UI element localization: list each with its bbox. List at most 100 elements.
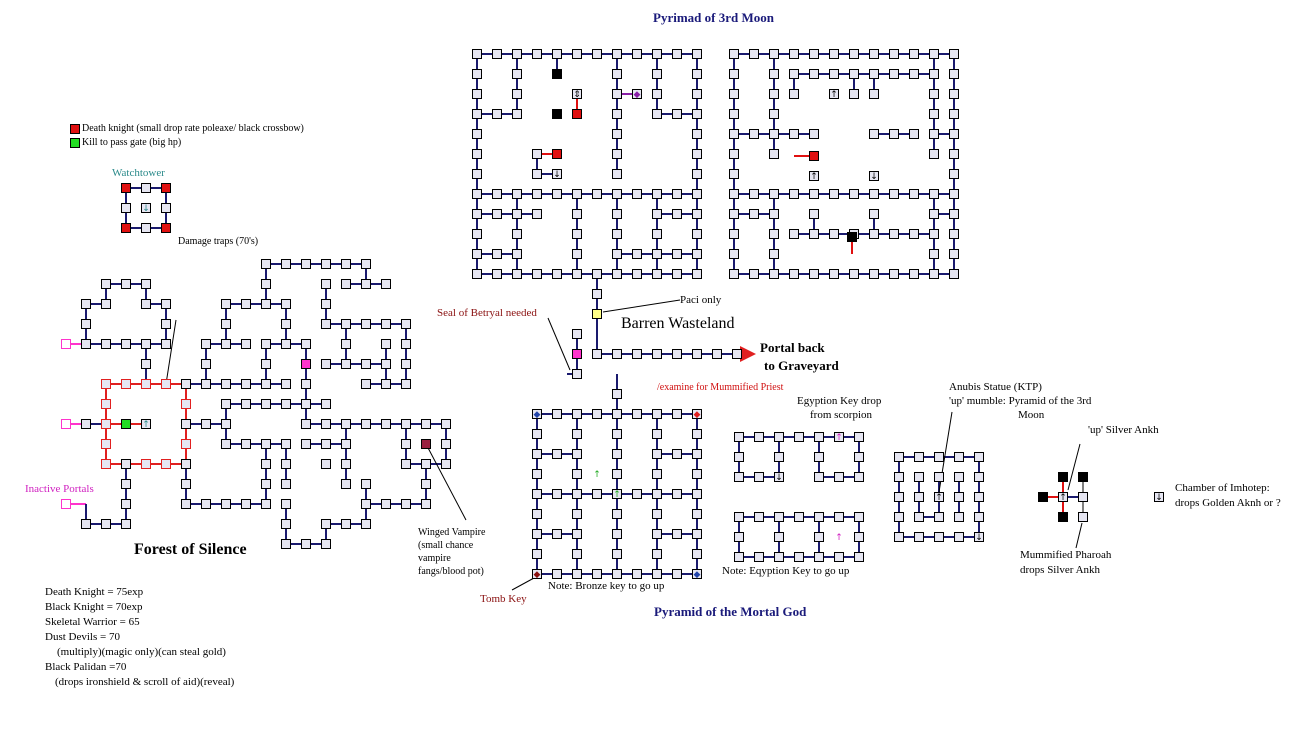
room — [361, 499, 371, 509]
portal-back-note-2: to Graveyard — [764, 358, 839, 373]
room — [341, 479, 351, 489]
room — [421, 459, 431, 469]
room — [749, 129, 759, 139]
room — [672, 489, 682, 499]
room — [381, 499, 391, 509]
room — [869, 189, 879, 199]
room — [512, 189, 522, 199]
room — [552, 49, 562, 59]
death-knight-room — [161, 183, 171, 193]
bronze-key-note: Note: Bronze key to go up — [548, 580, 665, 592]
corridor — [1067, 443, 1081, 491]
room — [532, 209, 542, 219]
room — [592, 349, 602, 359]
room — [692, 89, 702, 99]
room — [512, 109, 522, 119]
room — [472, 129, 482, 139]
room — [321, 399, 331, 409]
room — [869, 89, 879, 99]
room — [729, 89, 739, 99]
legend-death-knight-swatch — [70, 124, 80, 134]
room — [401, 339, 411, 349]
black-room — [552, 69, 562, 79]
room — [929, 149, 939, 159]
room — [652, 469, 662, 479]
stairs-up-icon: ↑ — [613, 490, 621, 500]
room — [121, 379, 131, 389]
room — [492, 269, 502, 279]
room — [221, 339, 231, 349]
room — [1058, 492, 1068, 502]
room — [749, 209, 759, 219]
room — [381, 419, 391, 429]
stairs-up-icon: ↑ — [593, 470, 601, 480]
room — [869, 229, 879, 239]
room — [814, 452, 824, 462]
room — [532, 529, 542, 539]
exp-list-item: Black Knight = 70exp — [45, 601, 143, 613]
room — [769, 109, 779, 119]
room — [121, 459, 131, 469]
portal-icon: ◆ — [634, 90, 641, 100]
room — [632, 409, 642, 419]
room — [121, 519, 131, 529]
room — [834, 512, 844, 522]
inactive-portal — [61, 419, 71, 429]
room — [241, 299, 251, 309]
room — [121, 479, 131, 489]
room — [552, 569, 562, 579]
room — [672, 569, 682, 579]
room — [401, 419, 411, 429]
tomb-key-note: Tomb Key — [480, 593, 527, 605]
room — [769, 209, 779, 219]
room — [652, 409, 662, 419]
room — [652, 229, 662, 239]
legend-kill-gate-swatch — [70, 138, 80, 148]
room — [829, 69, 839, 79]
room — [552, 269, 562, 279]
room — [692, 509, 702, 519]
room — [774, 532, 784, 542]
room — [341, 419, 351, 429]
room — [829, 229, 839, 239]
room — [552, 409, 562, 419]
room — [794, 512, 804, 522]
room — [754, 512, 764, 522]
room — [692, 189, 702, 199]
room — [512, 89, 522, 99]
room — [949, 69, 959, 79]
room — [161, 319, 171, 329]
room — [492, 209, 502, 219]
room — [141, 379, 151, 389]
room — [341, 459, 351, 469]
egyption-key-note: Note: Eqyption Key to go up — [722, 565, 850, 577]
room — [341, 279, 351, 289]
chamber-of-imhotep-note-2: drops Golden Aknh or ? — [1175, 497, 1281, 509]
anubis-statue-note-1: Anubis Statue (KTP) — [949, 381, 1042, 393]
room — [121, 499, 131, 509]
black-room — [847, 232, 857, 242]
room — [954, 512, 964, 522]
room — [321, 539, 331, 549]
exp-list-item: (multiply)(magic only)(can steal gold) — [57, 646, 226, 658]
room — [789, 89, 799, 99]
room — [261, 439, 271, 449]
room — [261, 299, 271, 309]
room — [672, 269, 682, 279]
room — [652, 349, 662, 359]
room — [572, 329, 582, 339]
room — [141, 459, 151, 469]
room — [692, 349, 702, 359]
room — [161, 299, 171, 309]
room — [914, 532, 924, 542]
forest-of-silence-title: Forest of Silence — [134, 541, 247, 558]
room — [361, 479, 371, 489]
portal-icon: ◆ — [534, 570, 541, 580]
room — [612, 249, 622, 259]
room — [492, 109, 502, 119]
room — [754, 472, 764, 482]
room — [729, 229, 739, 239]
room — [774, 552, 784, 562]
room — [181, 499, 191, 509]
room — [221, 299, 231, 309]
